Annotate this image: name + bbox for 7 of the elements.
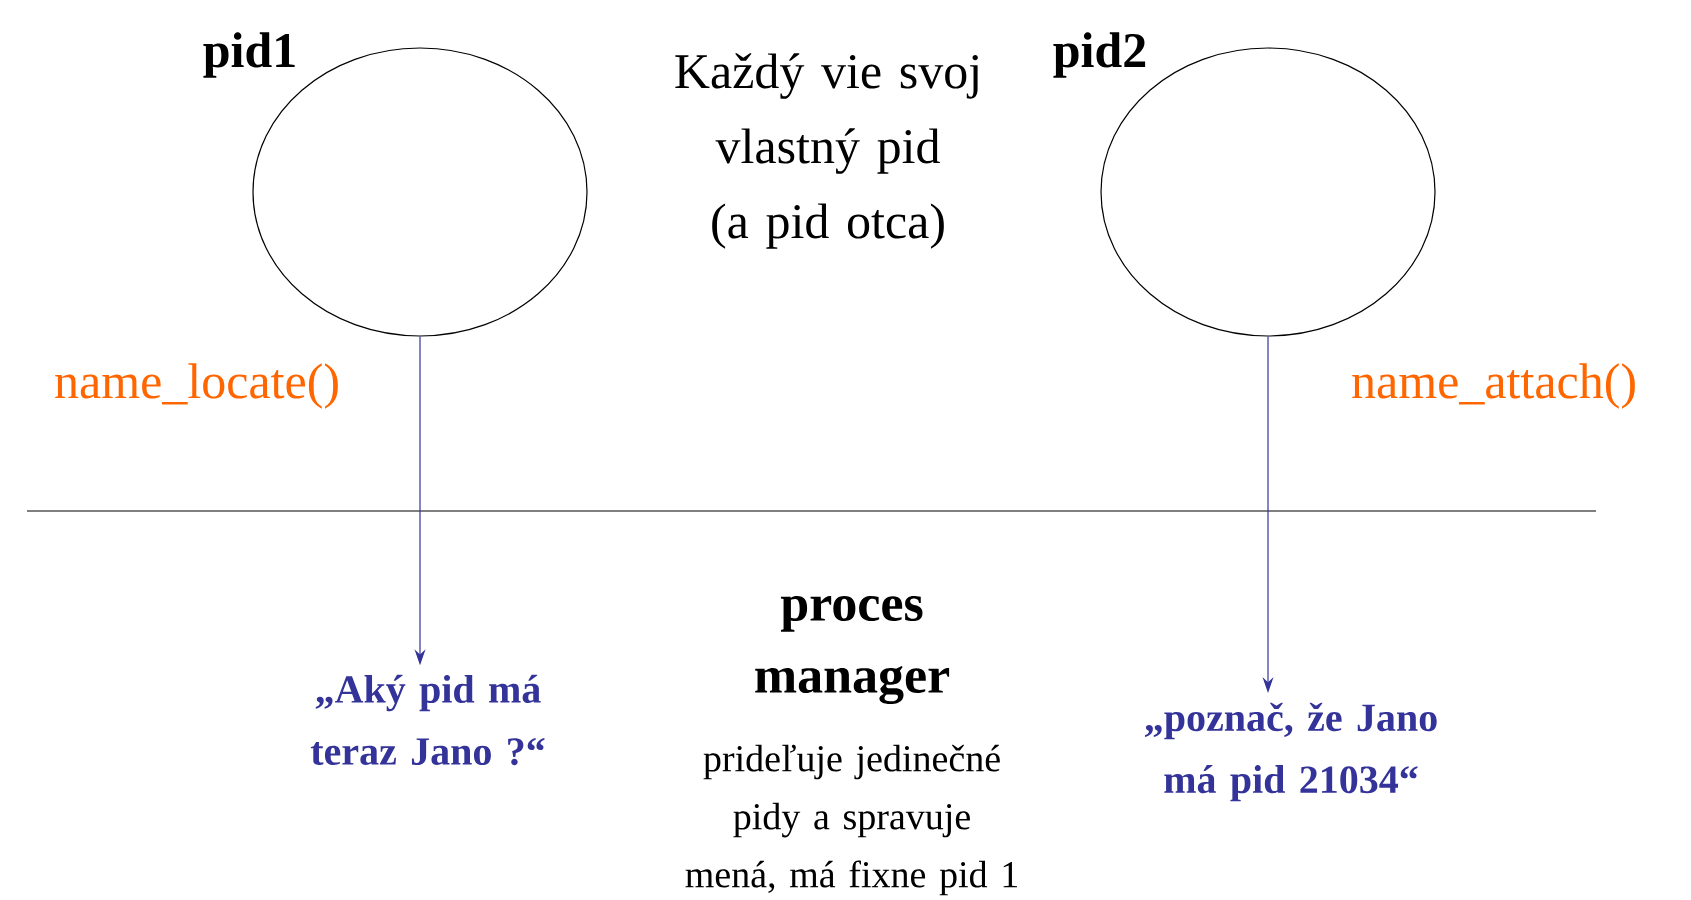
text-label: proces manager xyxy=(755,595,950,705)
text-label: prideľuje jedinečné pidy a spravuje mená, má fixne pid 1 xyxy=(685,744,1017,896)
message-text: „poznač, že Jano má pid 21034“ xyxy=(1144,702,1437,802)
message-text: „Aký pid má teraz Jano ?“ xyxy=(310,674,545,766)
edge-label: name_attach() xyxy=(1352,363,1635,409)
text-label: Každý vie svoj vlastný pid (a pid otca) xyxy=(675,53,978,249)
edge-label: name_locate() xyxy=(55,363,338,409)
